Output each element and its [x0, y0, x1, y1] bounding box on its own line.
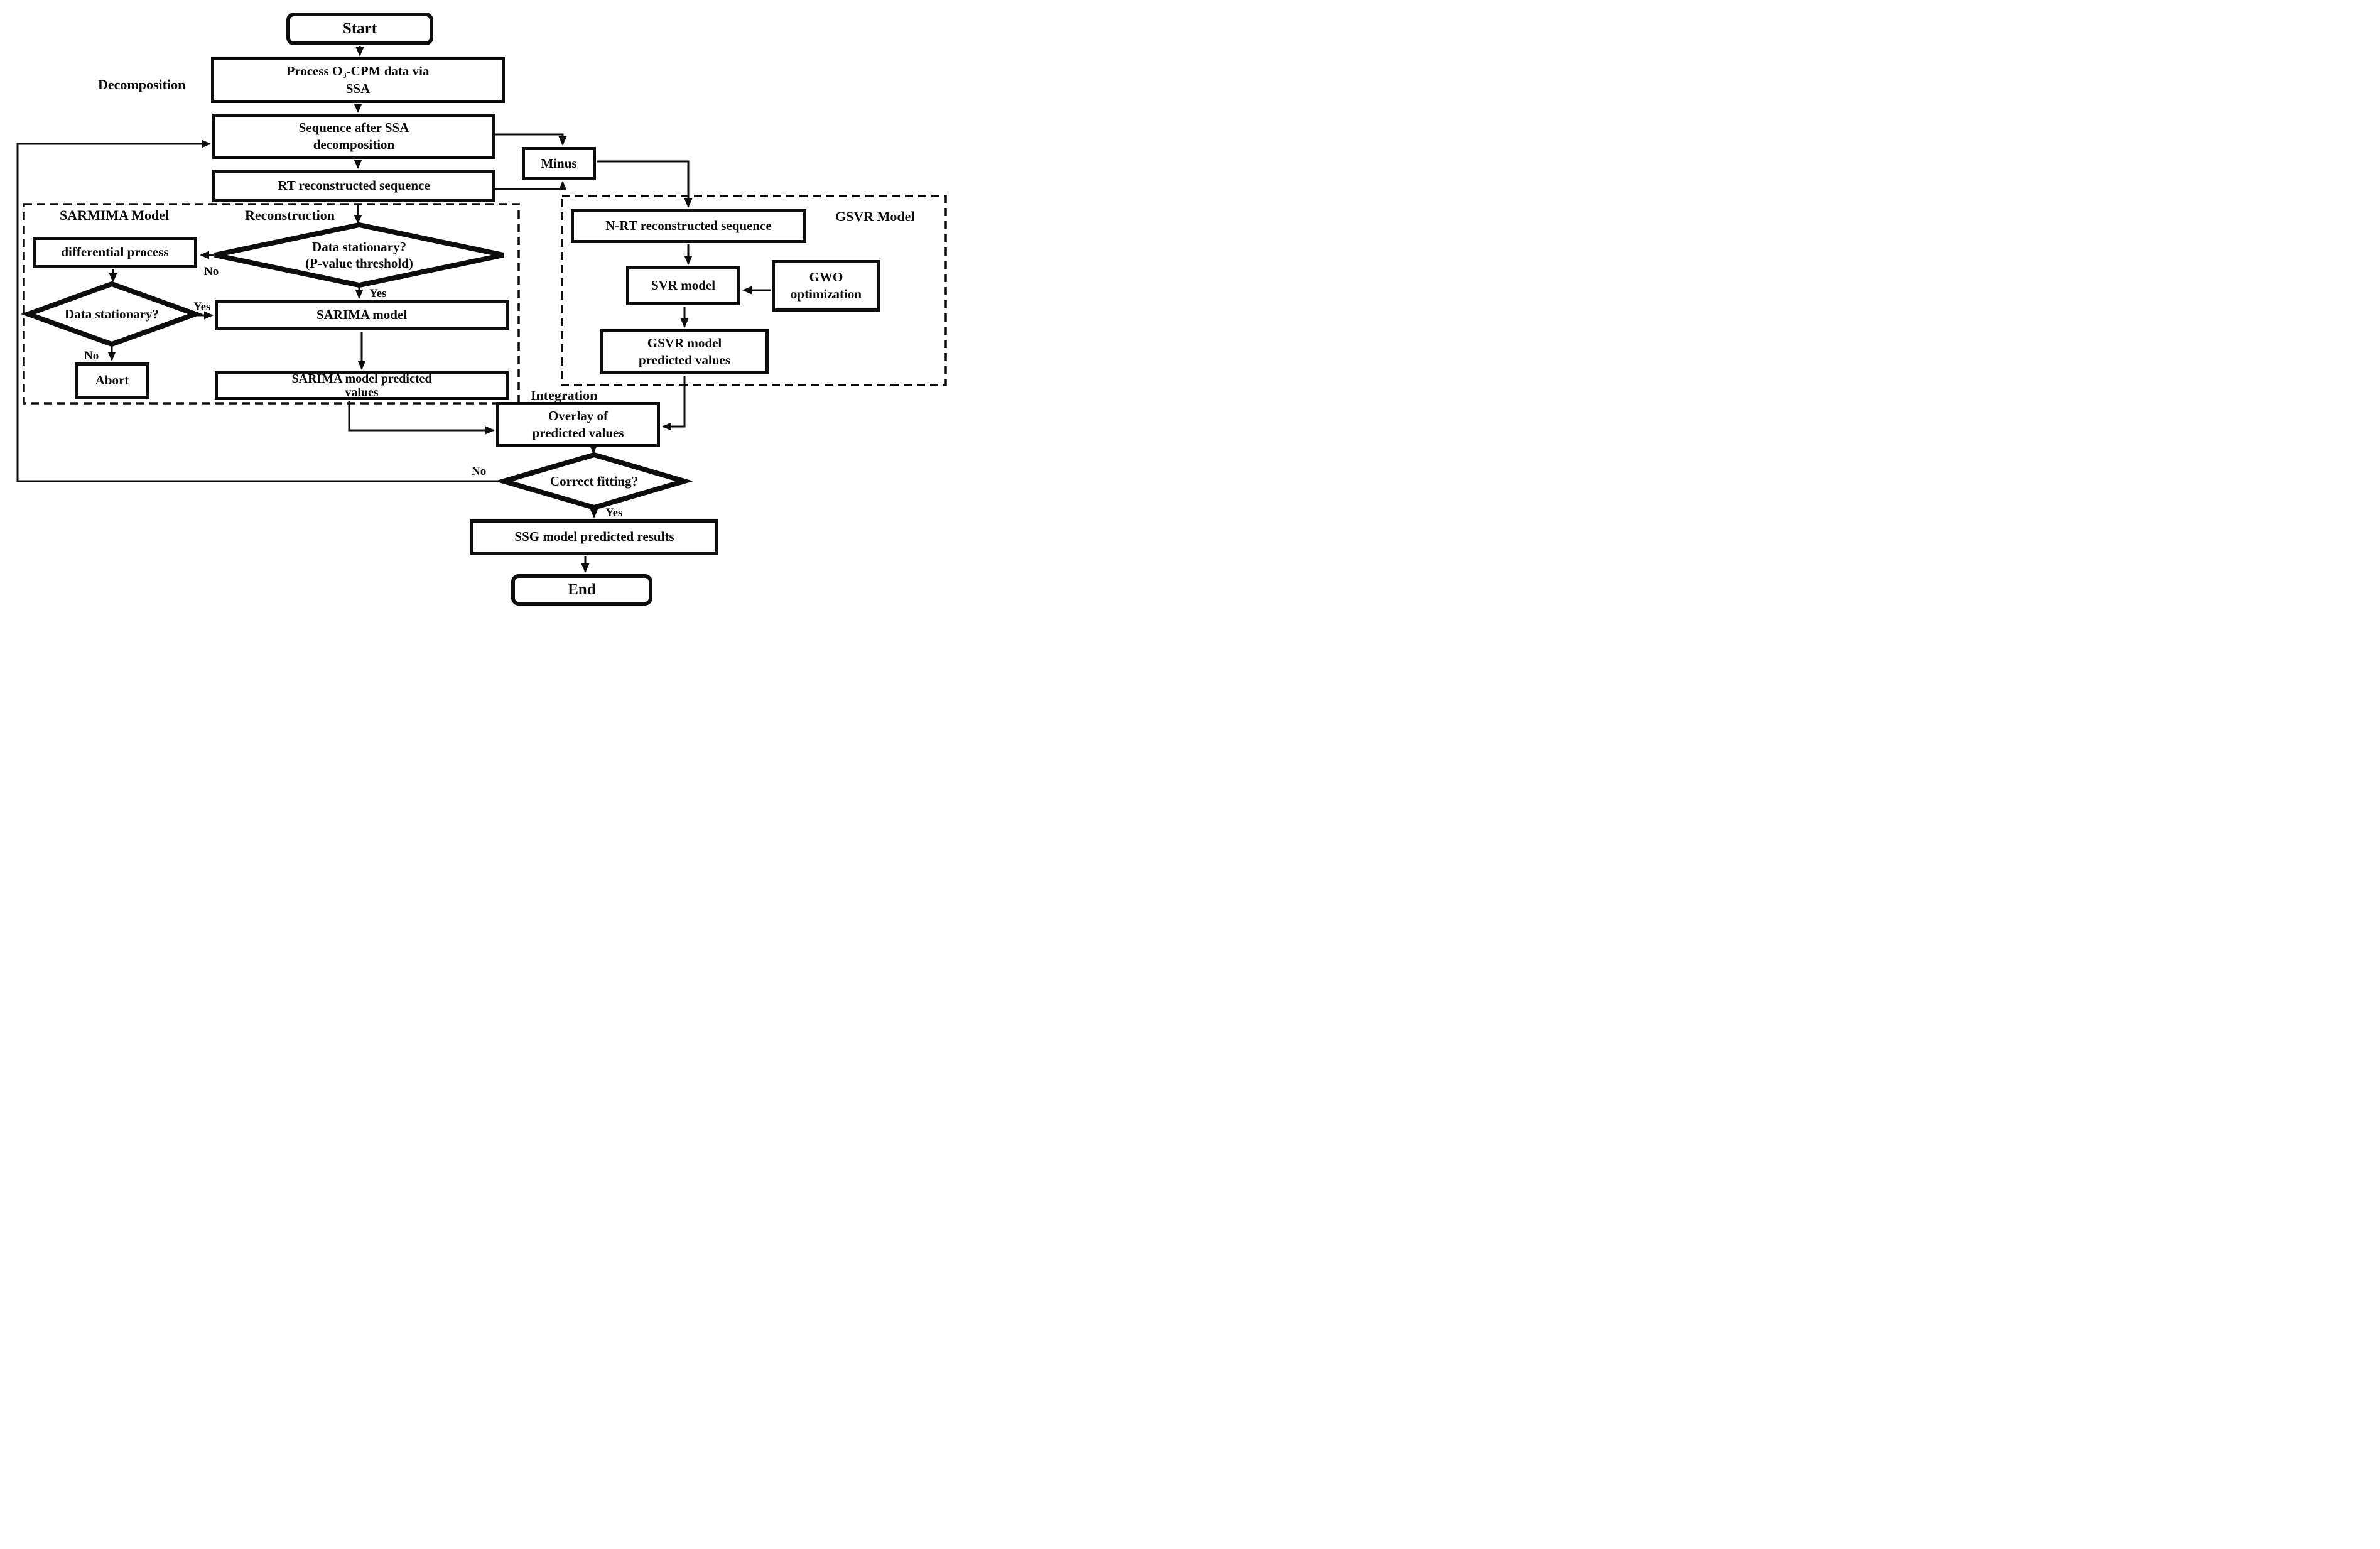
start-label: Start: [342, 19, 377, 37]
overlay-node: Overlay of predicted values: [496, 402, 660, 447]
data-stationary-diff-decision: [21, 281, 203, 347]
start-node: Start: [286, 13, 433, 45]
gwo-line2: optimization: [790, 286, 862, 302]
no-main-edge-label: No: [204, 265, 219, 278]
process-ssa-line1: Process O₃-CPM data via: [286, 63, 430, 79]
gwo-line1: GWO: [809, 269, 843, 285]
flow-arrows-layer: [16, 46, 947, 573]
gsvr-predicted-node: GSVR model predicted values: [600, 329, 769, 374]
gsvr-pred-line1: GSVR model: [647, 335, 722, 351]
nrt-label: N-RT reconstructed sequence: [605, 218, 772, 234]
sequence-line1: Sequence after SSA: [298, 119, 409, 135]
sarima-model-node: SARIMA model: [215, 300, 509, 330]
end-label: End: [568, 580, 596, 598]
reconstruction-label: Reconstruction: [245, 207, 335, 223]
minus-label: Minus: [541, 155, 577, 171]
differential-label: differential process: [61, 244, 169, 260]
sarmima-region-border: [23, 203, 520, 405]
flowchart-canvas: Start Process O₃-CPM data via SSA Sequen…: [0, 0, 952, 619]
rt-node: RT reconstructed sequence: [212, 170, 495, 202]
data-stationary-main-decision: [214, 222, 504, 288]
gsvr-pred-line2: predicted values: [638, 352, 731, 367]
no-fitting-edge-label: No: [472, 465, 487, 478]
sarmima-region-label: SARMIMA Model: [60, 207, 170, 223]
sequence-node: Sequence after SSA decomposition: [212, 114, 495, 159]
integration-label: Integration: [531, 388, 598, 403]
ssg-label: SSG model predicted results: [514, 529, 674, 545]
svr-label: SVR model: [651, 278, 716, 293]
gsvr-region-label: GSVR Model: [835, 209, 915, 224]
minus-node: Minus: [522, 147, 596, 180]
end-node: End: [511, 574, 652, 606]
gwo-node: GWO optimization: [772, 260, 880, 312]
yes-main-edge-label: Yes: [369, 287, 387, 300]
yes-fitting-edge-label: Yes: [605, 506, 623, 519]
gsvr-region-border: [561, 195, 947, 386]
sarima-label: SARIMA model: [316, 307, 408, 323]
sarima-pred-line2: values: [345, 386, 379, 399]
overlay-line1: Overlay of: [548, 408, 609, 423]
yes-diff-edge-label: Yes: [193, 300, 211, 313]
decomposition-label: Decomposition: [98, 77, 186, 92]
sarima-pred-line1: SARIMA model predicted: [291, 372, 432, 386]
process-ssa-line2: SSA: [345, 80, 371, 96]
correct-fitting-decision: [494, 452, 694, 511]
sequence-line2: decomposition: [313, 137, 395, 152]
ssg-results-node: SSG model predicted results: [470, 519, 718, 555]
differential-process-node: differential process: [33, 237, 197, 268]
overlay-line2: predicted values: [532, 425, 624, 440]
abort-node: Abort: [75, 362, 149, 399]
rt-label: RT reconstructed sequence: [278, 178, 430, 193]
sarima-predicted-node: SARIMA model predicted values: [215, 371, 509, 400]
process-ssa-node: Process O₃-CPM data via SSA: [211, 57, 505, 103]
svr-model-node: SVR model: [626, 266, 740, 305]
nrt-node: N-RT reconstructed sequence: [571, 209, 806, 243]
abort-label: Abort: [95, 372, 129, 388]
no-diff-edge-label: No: [84, 349, 99, 362]
